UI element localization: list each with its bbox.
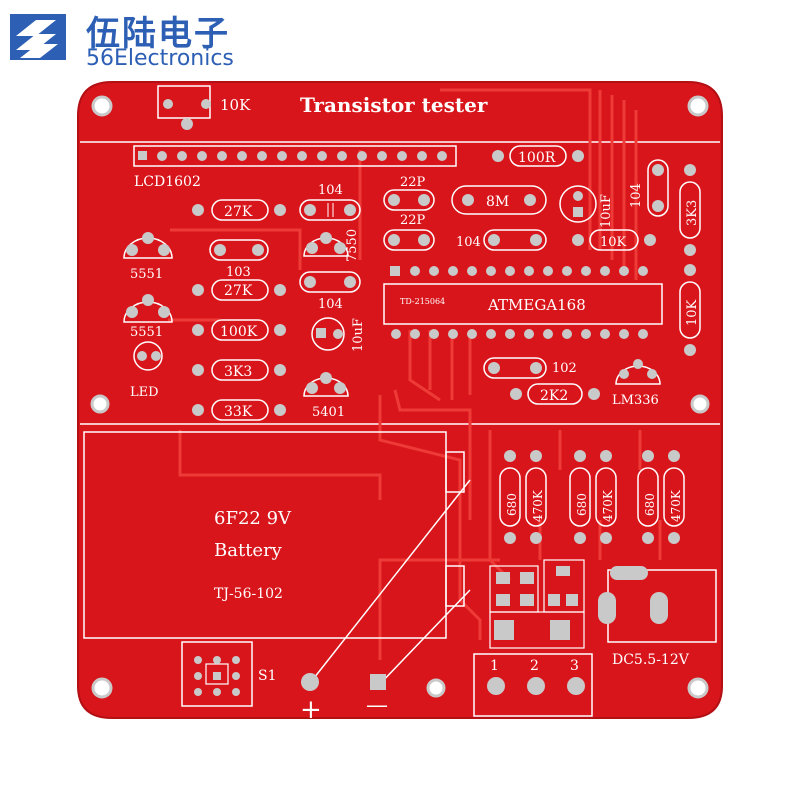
- mounting-holes: [90, 95, 710, 699]
- lm336-footprint: [615, 359, 661, 385]
- battery-label: Battery: [214, 540, 283, 561]
- test-terminals: [473, 653, 593, 717]
- resistor-100r: [492, 145, 584, 167]
- potentiometer: [157, 85, 211, 130]
- plus-sign: +: [300, 695, 322, 725]
- label-104-low: 104: [318, 297, 343, 312]
- battery-outline: [83, 431, 471, 687]
- label-104-top: 104: [318, 183, 343, 198]
- capacitor-22p-a: [383, 189, 435, 211]
- label-3k3-a: 3K3: [224, 364, 252, 380]
- led-footprint: [133, 341, 163, 371]
- brand-name-cn: 伍陆电子: [86, 14, 230, 54]
- label-33k: 33K: [224, 404, 253, 420]
- transistor-5551-b: [123, 294, 173, 323]
- brand-logo: 伍陆电子 56Electronics: [6, 4, 266, 71]
- capacitor-104-low: [299, 271, 361, 293]
- crystal-8m: [451, 185, 547, 215]
- battery-part: TJ-56-102: [214, 586, 283, 602]
- transistor-5401: [303, 372, 349, 397]
- lcd-label: LCD1602: [134, 174, 201, 190]
- label-27k-a: 27K: [224, 204, 253, 220]
- label-470k-3: 470K: [669, 489, 683, 522]
- label-27k-b: 27K: [224, 283, 253, 299]
- label-22p-a: 22P: [400, 175, 426, 190]
- label-2k2: 2K2: [540, 388, 568, 404]
- resistor-33k: [192, 399, 286, 421]
- label-22p-b: 22P: [400, 213, 426, 228]
- resistor-27k-b: [192, 279, 286, 301]
- label-5401: 5401: [312, 405, 345, 420]
- terminal-2: 2: [530, 658, 539, 674]
- pcb-substrate: [77, 81, 723, 719]
- minus-sign: —: [366, 693, 388, 718]
- switch-s1: [181, 641, 253, 707]
- terminal-3: 3: [570, 658, 579, 674]
- label-5551-b: 5551: [130, 325, 163, 340]
- label-led: LED: [130, 385, 159, 400]
- resistor-27k-a: [192, 199, 286, 221]
- capacitor-104-mid: [483, 229, 547, 251]
- mcu-label: ATMEGA168: [487, 296, 586, 314]
- capacitor-104-vertical: [647, 159, 669, 217]
- label-680-3: 680: [643, 493, 657, 516]
- label-100r: 100R: [518, 150, 556, 166]
- resistor-100k: [192, 319, 286, 341]
- label-7550: 7550: [345, 229, 360, 262]
- dc-jack: [598, 566, 717, 643]
- brand-name-en: 56Electronics: [86, 46, 234, 71]
- label-470k-1: 470K: [531, 489, 545, 522]
- terminal-1: 1: [490, 658, 499, 674]
- lcd-header: [133, 145, 457, 167]
- resistor-3k3-vertical: [679, 164, 701, 256]
- pot-label: 10K: [220, 96, 251, 114]
- label-104-mid: 104: [456, 235, 481, 250]
- label-10k-b: 10K: [685, 299, 700, 326]
- label-470k-2: 470K: [601, 489, 615, 522]
- mcu-footprint: [383, 266, 663, 339]
- board-title: Transistor tester: [300, 93, 488, 117]
- label-104-right: 104: [629, 183, 644, 208]
- label-lm336: LM336: [612, 393, 659, 408]
- label-10uf-a: 10uF: [351, 318, 366, 352]
- dc-label: DC5.5-12V: [612, 652, 690, 668]
- battery-plus-pad: [301, 673, 319, 691]
- capacitor-103: [209, 239, 269, 261]
- test-resistors: [499, 450, 685, 544]
- capacitor-10uf-b: [559, 185, 597, 223]
- battery-minus-pad: [370, 674, 386, 690]
- label-10k-a: 10K: [600, 235, 627, 250]
- capacitor-10uf-a: [311, 317, 345, 351]
- resistor-10k-a: [572, 229, 656, 251]
- transistor-5551-a: [123, 232, 173, 259]
- label-103: 103: [226, 265, 251, 280]
- capacitor-104-top: [299, 199, 361, 221]
- label-3k3-b: 3K3: [685, 200, 700, 226]
- capacitor-102: [483, 357, 547, 379]
- resistor-2k2: [510, 383, 600, 405]
- label-s1: S1: [258, 668, 277, 684]
- label-102: 102: [552, 361, 577, 376]
- resistor-10k-b: [679, 264, 701, 356]
- label-10uf-b: 10uF: [599, 194, 614, 228]
- resistor-3k3-a: [192, 359, 286, 381]
- capacitor-22p-b: [383, 229, 435, 251]
- label-5551-a: 5551: [130, 267, 163, 282]
- label-680-1: 680: [505, 493, 519, 516]
- brand-logo-icon: [10, 14, 66, 60]
- battery-type: 6F22 9V: [214, 508, 292, 529]
- crystal-label: 8M: [486, 194, 509, 210]
- mcu-small-label: TD-215064: [400, 297, 445, 306]
- smd-pads: [489, 559, 585, 649]
- label-100k: 100K: [220, 324, 258, 340]
- transistor-7550: [303, 232, 349, 257]
- label-680-2: 680: [575, 493, 589, 516]
